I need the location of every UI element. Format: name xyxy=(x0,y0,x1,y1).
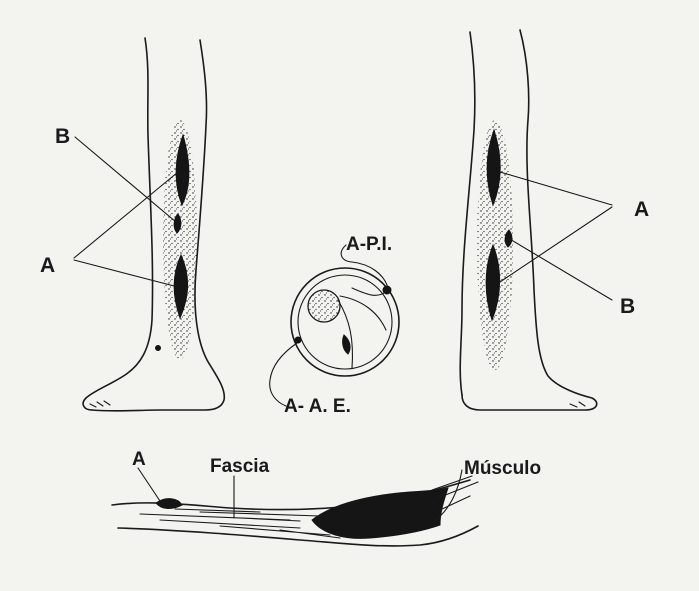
label-fascia: Fascia xyxy=(210,456,270,477)
cross-section-septum-1 xyxy=(338,300,352,368)
left-leg-label-a: A xyxy=(40,254,55,277)
right-leg: A B xyxy=(460,30,649,410)
label-musculo: Músculo xyxy=(464,458,541,479)
right-leg-pointer-b xyxy=(508,238,612,300)
tissue-fibers xyxy=(140,509,340,538)
cross-section-vessel-api xyxy=(383,286,391,294)
muscle-mass xyxy=(312,488,448,538)
tissue-section: A Fascia Músculo xyxy=(112,449,541,546)
left-leg-outline-right xyxy=(92,40,224,411)
cross-section-inner xyxy=(298,275,392,369)
right-leg-pointer-a-upper xyxy=(500,172,612,205)
cross-section-septum-2 xyxy=(340,296,386,330)
cross-section-vessel-aae xyxy=(295,337,301,343)
label-a-a-e: A- A. E. xyxy=(284,396,351,417)
left-leg-mark xyxy=(156,346,161,351)
right-leg-outline-left xyxy=(460,32,475,395)
label-a-p-i: A-P.I. xyxy=(346,234,392,255)
cross-section-outer xyxy=(291,268,399,376)
cross-section-vessel xyxy=(343,335,350,354)
left-leg-pointer-a-lower xyxy=(74,260,178,287)
pointer-bottom-a xyxy=(138,468,160,501)
right-leg-label-b: B xyxy=(620,295,635,318)
leg-cross-section: A-P.I. A- A. E. xyxy=(270,234,399,417)
left-leg-outline-left xyxy=(83,38,152,410)
left-leg-pointer-b xyxy=(75,137,176,222)
right-leg-pointer-a-lower xyxy=(497,207,612,284)
right-leg-toe-lines xyxy=(570,402,585,407)
left-leg-label-b: B xyxy=(55,125,70,148)
left-leg-toe-lines xyxy=(90,401,110,407)
left-leg-pointer-a-upper xyxy=(74,172,178,258)
left-leg: B A xyxy=(40,38,224,411)
cross-section-bone xyxy=(308,290,340,322)
right-leg-label-a: A xyxy=(634,198,649,221)
label-bottom-a: A xyxy=(132,449,146,470)
